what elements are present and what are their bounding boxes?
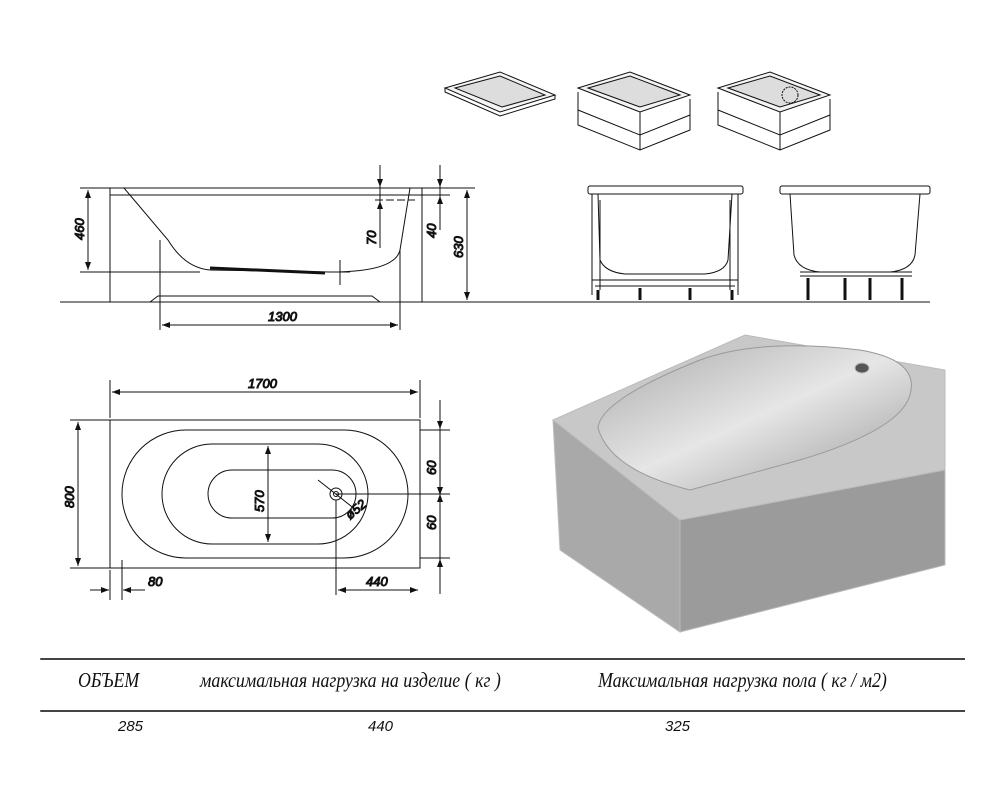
dim-60-bottom: 60 [424, 515, 439, 530]
dim-800: 800 [62, 486, 77, 508]
dim-70: 70 [364, 230, 379, 245]
value-max-load-floor: 325 [665, 718, 691, 735]
iso-icon-tub [443, 71, 557, 117]
dim-40: 40 [424, 223, 439, 238]
dim-460: 460 [72, 218, 87, 240]
dim-1700: 1700 [248, 376, 278, 391]
dim-1300: 1300 [268, 309, 298, 324]
dim-570: 570 [252, 490, 267, 512]
table-top-rule [40, 658, 965, 660]
iso-icon-tub-frame-panel [716, 71, 832, 151]
value-volume: 285 [118, 718, 144, 735]
header-max-load-floor: Максимальная нагрузка пола ( кг / м2) [598, 668, 887, 692]
dim-630: 630 [451, 236, 466, 258]
dim-80: 80 [148, 574, 163, 589]
table-mid-rule [40, 710, 965, 712]
header-max-load-product: максимальная нагрузка на изделие ( кг ) [200, 668, 501, 692]
dim-drain-diameter: ø52 [342, 496, 369, 522]
header-volume: ОБЪЕМ [78, 668, 140, 692]
front-view-legs [779, 185, 931, 300]
iso-icon-tub-frame [576, 71, 692, 151]
top-view [70, 380, 450, 600]
dim-440: 440 [366, 574, 388, 589]
bathtub-3d-render [552, 334, 946, 633]
dim-60-top: 60 [424, 460, 439, 475]
side-view [80, 165, 475, 330]
value-max-load-product: 440 [368, 718, 394, 735]
front-view-frame [587, 185, 744, 300]
